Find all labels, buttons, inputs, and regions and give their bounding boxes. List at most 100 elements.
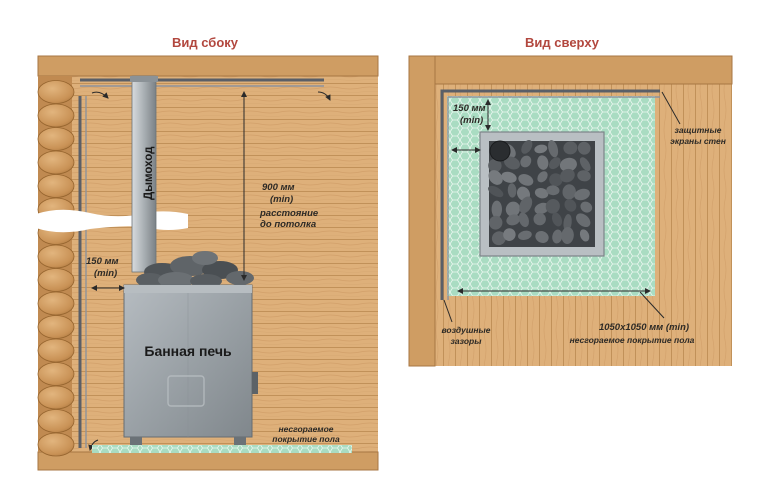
- floor-size-value: 1050x1050 мм (min): [599, 322, 689, 333]
- top-wall-gap-dimension: 150 мм (min): [451, 99, 491, 153]
- top-stone: [549, 173, 563, 187]
- side-floor-label-1: несгораемое: [278, 424, 333, 434]
- ceiling-gap-dimension: 900 мм (min) расстояние до потолка: [241, 91, 319, 281]
- top-stone: [552, 229, 563, 244]
- air-gaps-label-2: зазоры: [451, 336, 483, 346]
- top-stone: [491, 200, 502, 218]
- top-stone: [563, 214, 572, 232]
- top-stone: [534, 187, 549, 199]
- top-stone: [521, 140, 533, 154]
- top-stone: [503, 228, 516, 241]
- side-floor-label-2: покрытие пола: [272, 434, 340, 444]
- top-stone: [562, 184, 576, 200]
- top-stone: [506, 214, 521, 226]
- side-wall-gap-value: 150 мм: [86, 256, 119, 267]
- log-end: [37, 80, 75, 104]
- top-stone: [520, 155, 532, 168]
- side-wall-gap-min: (min): [94, 268, 117, 279]
- ceiling-gap-min: (min): [270, 194, 293, 205]
- top-stone: [579, 157, 591, 172]
- top-stone: [491, 231, 506, 246]
- log-end: [37, 432, 75, 457]
- log-end: [37, 103, 75, 128]
- air-flow-arrow-top-left: [91, 91, 109, 99]
- air-gaps-label-1: воздушные: [442, 325, 491, 335]
- top-stone: [534, 144, 548, 154]
- air-flow-arrow-top-right: [317, 91, 331, 101]
- top-stone: [564, 198, 577, 212]
- top-stone: [548, 140, 559, 158]
- top-wall-gap-min: (min): [460, 115, 483, 126]
- top-stone: [579, 229, 590, 242]
- top-stone: [488, 158, 502, 173]
- air-flow-arrow-bottom: [88, 439, 99, 451]
- top-stone: [574, 188, 590, 201]
- side-view: Вид сбоку Дымоход: [36, 35, 379, 471]
- top-stone: [518, 230, 532, 240]
- log-end: [37, 315, 75, 339]
- top-stone: [548, 157, 561, 170]
- top-view: Вид сверху 150 мм (min) защитные экраны …: [408, 35, 733, 367]
- top-stone: [561, 227, 574, 244]
- log-end: [37, 268, 75, 292]
- top-stone: [534, 202, 550, 215]
- top-stone: [560, 168, 575, 183]
- ceiling-beam: [37, 55, 379, 77]
- top-stone: [551, 212, 563, 227]
- top-stone: [577, 170, 591, 182]
- top-stone: [545, 198, 560, 214]
- top-stone: [501, 171, 517, 183]
- floor-beam: [37, 451, 379, 471]
- log-end: [37, 174, 75, 198]
- top-stone: [546, 185, 560, 196]
- stove-label: Банная печь: [144, 343, 232, 359]
- ceiling-gap-desc-1: расстояние: [259, 208, 319, 219]
- top-wall-back: [408, 55, 733, 85]
- top-wall-gap-value: 150 мм: [453, 103, 486, 114]
- top-stone: [518, 174, 534, 186]
- screens-label-2: экраны стен: [670, 136, 726, 146]
- screens-label-1: защитные: [675, 125, 722, 135]
- log-end: [37, 291, 75, 316]
- top-wall-screens: [440, 89, 660, 300]
- top-view-title: Вид сверху: [525, 35, 600, 50]
- top-stone: [518, 212, 530, 228]
- stove-door-handle-icon: [252, 372, 258, 394]
- log-end: [37, 362, 75, 386]
- ceiling-gap-value: 900 мм: [262, 182, 295, 193]
- top-floor-label: несгораемое покрытие пола: [570, 335, 695, 345]
- top-stove: [479, 131, 605, 257]
- side-floor-covering: [92, 445, 352, 453]
- top-stone: [577, 141, 591, 155]
- chimney-opening-icon: [489, 140, 511, 162]
- top-stone: [580, 201, 593, 213]
- top-stone: [535, 231, 549, 243]
- top-stone: [559, 157, 577, 172]
- top-stone: [576, 213, 591, 227]
- top-stone: [519, 196, 533, 214]
- log-end: [37, 338, 75, 363]
- top-stone: [488, 185, 504, 198]
- top-stone: [563, 141, 578, 155]
- sauna-stove: Банная печь: [123, 284, 258, 447]
- side-wall-gap-dimension: 150 мм (min): [86, 256, 125, 291]
- top-stone: [507, 183, 517, 198]
- top-stone: [504, 156, 520, 170]
- log-end: [37, 150, 75, 175]
- top-stone: [488, 170, 503, 185]
- top-stone: [537, 155, 549, 170]
- log-end: [37, 244, 75, 269]
- log-end: [37, 385, 75, 410]
- top-stone: [505, 201, 521, 217]
- stove-stones: [136, 251, 254, 288]
- top-stone: [537, 171, 548, 183]
- top-stone: [533, 212, 546, 226]
- ceiling-gap-desc-2: до потолка: [260, 219, 316, 230]
- log-end: [37, 409, 75, 433]
- log-wall: [37, 76, 75, 457]
- log-end: [37, 127, 75, 151]
- top-wall-left: [408, 55, 436, 367]
- chimney-label: Дымоход: [143, 146, 155, 200]
- side-view-title: Вид сбоку: [172, 35, 239, 50]
